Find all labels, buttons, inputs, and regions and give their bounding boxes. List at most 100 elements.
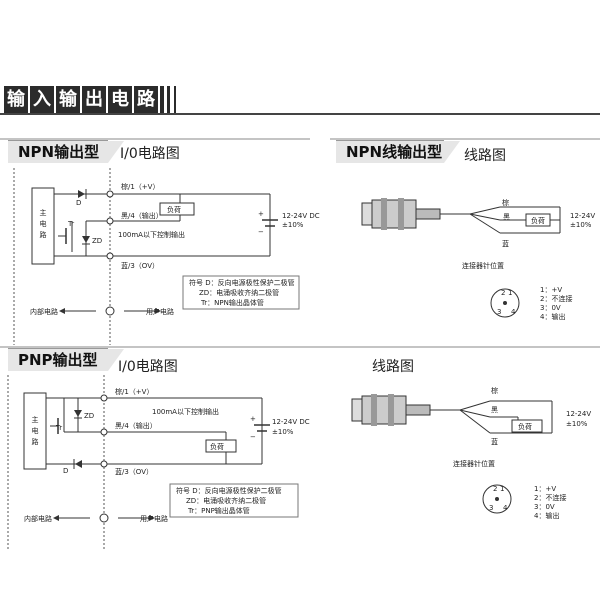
- load-label: 负荷: [518, 422, 532, 431]
- transistor-label: Tr: [67, 220, 74, 228]
- supply-label: 12-24V DC: [272, 418, 310, 426]
- legend-line: 符号 D：反向电源极性保护二极管: [189, 278, 295, 287]
- wire-blue-label: 蓝/3（OV）: [121, 261, 159, 270]
- pin-number: 1: [508, 289, 512, 297]
- black-label: 黑: [491, 406, 498, 414]
- zener-label: ZD: [84, 412, 94, 420]
- pin-number: 2: [501, 289, 505, 297]
- pin-list-item: 1：+V: [534, 485, 556, 493]
- connector-label: 连接器针位置: [453, 459, 495, 468]
- legend-line: ZD：电涌吸收齐纳二极管: [199, 288, 279, 297]
- internal-circuit-label: 内部电路: [30, 307, 58, 316]
- legend-line: 符号 D：反向电源极性保护二极管: [176, 486, 282, 495]
- load-label: 负荷: [210, 442, 224, 451]
- legend-box: [182, 275, 300, 310]
- page-title-char: 输: [56, 86, 80, 114]
- pin-number: 4: [503, 504, 508, 512]
- svg-text:−: −: [258, 228, 264, 236]
- main-circuit-box: [23, 392, 47, 470]
- transistor-label: Tr: [55, 424, 62, 432]
- section-tab-npn-wire: NPN线输出型: [336, 140, 460, 163]
- pin-list-item: 3：0V: [534, 503, 555, 511]
- pnp-wiring-diagram: [351, 394, 553, 514]
- npn-io-circuit: 主 电 路 + −: [13, 168, 300, 345]
- wire-black-label: 黑/4（输出）: [115, 421, 157, 430]
- legend-line: Tr：PNP输出晶体管: [187, 506, 250, 515]
- pin-number: 4: [511, 308, 516, 316]
- page-title-char: 路: [134, 86, 158, 114]
- diode-label: D: [63, 467, 68, 475]
- pin-list-item: 4：输出: [534, 511, 559, 520]
- brown-label: 棕: [491, 386, 498, 395]
- tolerance-label: ±10%: [570, 221, 592, 229]
- pin-list-item: 4：输出: [540, 312, 565, 321]
- sensor-body: [361, 395, 407, 425]
- main-circuit-box: [31, 187, 55, 265]
- svg-text:−: −: [250, 433, 256, 441]
- section-subtitle: I/0电路图: [120, 146, 180, 162]
- page-title-char: 入: [30, 86, 54, 114]
- control-note: 100mA以下控制输出: [152, 407, 219, 416]
- title-rule: [0, 113, 600, 115]
- supply-label: 12-24V: [570, 212, 595, 220]
- sensor-body: [371, 199, 417, 229]
- main-circuit-label-2: 电: [40, 219, 47, 228]
- legend-line: Tr：NPN输出晶体管: [200, 298, 264, 307]
- pnp-io-circuit: 主 电 路 + −: [7, 375, 299, 550]
- supply-label: 12-24V: [566, 410, 591, 418]
- page-title-char: 电: [108, 86, 132, 114]
- internal-circuit-label: 内部电路: [24, 514, 52, 523]
- pin-list-item: 2：不连接: [540, 294, 572, 303]
- wire-black-label: 黑/4（输出）: [121, 211, 163, 220]
- npn-io-labels: 棕/1（+V） 黑/4（输出） 蓝/3（OV） D Tr ZD 100mA以下控…: [30, 182, 320, 316]
- pin-number: 3: [489, 504, 493, 512]
- wire-brown-label: 棕/1（+V）: [115, 387, 153, 396]
- blue-label: 蓝: [491, 437, 498, 446]
- section-subtitle: I/0电路图: [118, 359, 178, 375]
- tolerance-label: ±10%: [282, 221, 304, 229]
- zener-label: ZD: [92, 237, 102, 245]
- wire-blue-label: 蓝/3（OV）: [115, 467, 153, 476]
- pin-list-item: 1：+V: [540, 286, 562, 294]
- main-circuit-label-3: 路: [40, 230, 47, 239]
- pnp-io-labels: 棕/1（+V） 黑/4（输出） 蓝/3（OV） D Tr ZD 100mA以下控…: [24, 387, 310, 523]
- tolerance-label: ±10%: [566, 420, 588, 428]
- pin-list-item: 3：0V: [540, 304, 561, 312]
- page-title-char: 输: [4, 86, 28, 114]
- main-circuit-label-3: 路: [32, 437, 39, 446]
- load-box: [159, 202, 195, 216]
- section-title: PNP输出型: [18, 351, 98, 369]
- load-box: [511, 419, 543, 433]
- pin-number: 2: [493, 485, 497, 493]
- npn-wiring-labels: 棕 黑 蓝 负荷 12-24V ±10% 连接器针位置 2 1 3 4 1：+V…: [462, 198, 595, 321]
- section-subtitle: 线路图: [464, 148, 506, 164]
- blue-label: 蓝: [502, 239, 509, 248]
- pnp-wiring-labels: 棕 黑 蓝 负荷 12-24V ±10% 连接器针位置 2 1 3 4 1：+V…: [453, 386, 591, 520]
- supply-label: 12-24V DC: [282, 212, 320, 220]
- main-circuit-label-1: 主: [40, 208, 47, 217]
- load-box: [205, 439, 237, 453]
- wire-brown-label: 棕/1（+V）: [121, 182, 159, 191]
- npn-wiring-diagram: [361, 198, 561, 318]
- legend-box: [169, 483, 299, 518]
- load-label: 负荷: [167, 205, 181, 214]
- svg-text:+: +: [258, 210, 264, 218]
- svg-text:+: +: [250, 415, 256, 423]
- tolerance-label: ±10%: [272, 428, 294, 436]
- section-title: NPN线输出型: [346, 143, 443, 161]
- pin-number: 3: [497, 308, 501, 316]
- legend-line: ZD：电涌吸收齐纳二极管: [186, 496, 266, 505]
- main-circuit-label-2: 电: [32, 426, 39, 435]
- section-tab-pnp-io: PNP输出型: [8, 348, 124, 371]
- section-tab-npn-io: NPN输出型: [8, 140, 124, 163]
- section-subtitle: 线路图: [372, 359, 414, 375]
- main-circuit-label-1: 主: [32, 415, 39, 424]
- pin-list-item: 2：不连接: [534, 493, 566, 502]
- control-note: 100mA以下控制输出: [118, 230, 185, 239]
- black-label: 黑: [503, 213, 510, 221]
- section-title: NPN输出型: [18, 143, 100, 161]
- diode-label: D: [76, 199, 81, 207]
- brown-label: 棕: [502, 198, 509, 207]
- page-title-banner: 输入输出电路: [4, 86, 176, 114]
